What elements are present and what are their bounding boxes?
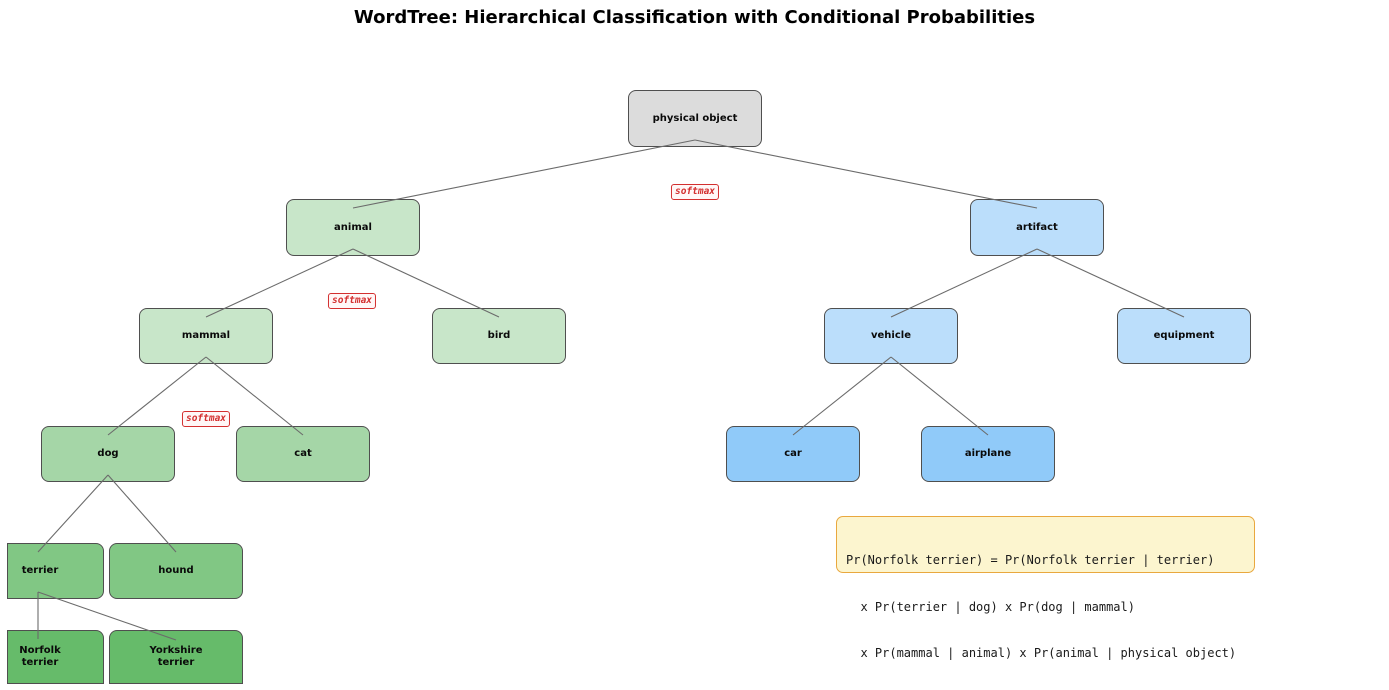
node-mammal: mammal	[139, 308, 273, 364]
node-yorkshire-terrier: Yorkshire terrier	[109, 630, 243, 684]
node-airplane-label: airplane	[964, 448, 1012, 459]
node-equipment-label: equipment	[1153, 330, 1215, 341]
node-dog: dog	[41, 426, 175, 482]
node-cat: cat	[236, 426, 370, 482]
edge-artifact-vehicle	[890, 248, 1038, 318]
node-hound: hound	[109, 543, 243, 599]
node-vehicle-label: vehicle	[871, 330, 911, 341]
node-terrier: terrier	[7, 543, 104, 599]
edge-artifact-equipment	[1036, 248, 1185, 318]
node-dog-label: dog	[97, 448, 119, 459]
node-bird: bird	[432, 308, 566, 364]
node-car: car	[726, 426, 860, 482]
edge-physicalobject-animal	[352, 139, 696, 209]
diagram-title: WordTree: Hierarchical Classification wi…	[353, 7, 1036, 28]
node-norfolk-terrier-label: Norfolk terrier	[19, 645, 61, 668]
node-vehicle: vehicle	[824, 308, 958, 364]
softmax-label-mammal: softmax	[181, 411, 231, 427]
probability-note-line3: x Pr(mammal | animal) x Pr(animal | phys…	[846, 646, 1237, 660]
node-bird-label: bird	[487, 330, 511, 341]
edge-vehicle-airplane	[890, 356, 989, 436]
node-car-label: car	[784, 448, 802, 459]
edge-physicalobject-artifact	[694, 139, 1038, 209]
edge-dog-hound	[107, 474, 177, 553]
probability-note-line1: Pr(Norfolk terrier) = Pr(Norfolk terrier…	[846, 553, 1215, 567]
node-terrier-label: terrier	[21, 565, 59, 576]
node-mammal-label: mammal	[181, 330, 231, 341]
node-physical-object: physical object	[628, 90, 762, 147]
node-norfolk-terrier: Norfolk terrier	[7, 630, 104, 684]
node-hound-label: hound	[158, 565, 194, 576]
probability-note: Pr(Norfolk terrier) = Pr(Norfolk terrier…	[836, 516, 1255, 660]
softmax-label-root: softmax	[670, 184, 720, 200]
probability-note-line2: x Pr(terrier | dog) x Pr(dog | mammal)	[846, 599, 1135, 614]
node-cat-label: cat	[294, 448, 312, 459]
edge-vehicle-car	[792, 356, 892, 436]
node-equipment: equipment	[1117, 308, 1251, 364]
node-airplane: airplane	[921, 426, 1055, 482]
node-artifact: artifact	[970, 199, 1104, 256]
node-artifact-label: artifact	[1016, 221, 1058, 233]
edge-dog-terrier	[37, 474, 109, 553]
node-yorkshire-terrier-label: Yorkshire terrier	[149, 645, 203, 668]
node-physical-object-label: physical object	[652, 112, 738, 124]
node-animal: animal	[286, 199, 420, 256]
softmax-label-animal: softmax	[327, 293, 377, 309]
node-animal-label: animal	[334, 221, 372, 233]
